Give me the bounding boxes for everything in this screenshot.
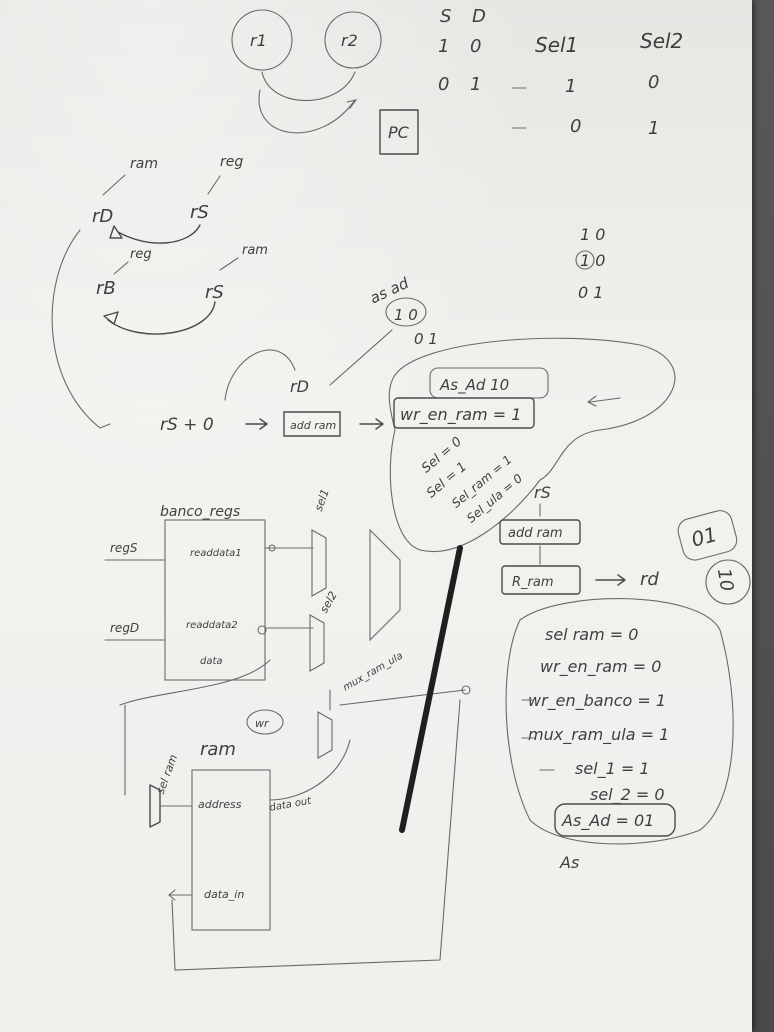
loop2-ram-label: ram <box>242 243 268 258</box>
list-item-4: mux_ram_ula = 1 <box>528 725 669 745</box>
sel1-header: Sel1 <box>535 33 578 57</box>
list-item-5: sel_1 = 1 <box>575 759 650 779</box>
heavy-pencil-stroke <box>399 545 463 833</box>
circle-r2-label: r2 <box>341 31 358 50</box>
flow-addram-box: add ram <box>290 419 336 432</box>
banco-mux: mux_ram_ula <box>341 650 405 693</box>
sel-row1-a: 1 <box>565 76 576 97</box>
sel2-header: Sel2 <box>640 29 683 53</box>
loop-one: ram reg rD rS <box>92 154 243 244</box>
loop1-ram-label: ram <box>130 156 158 172</box>
ram-address: address <box>198 798 242 811</box>
sel-row2-a: 0 <box>570 116 581 137</box>
loop1-rd: rD <box>92 206 113 227</box>
right-rs: rS <box>534 483 551 502</box>
blob-asad: As_Ad 10 <box>439 376 509 395</box>
loop2-reg-label: reg <box>130 247 152 262</box>
ram-title: ram <box>200 739 236 760</box>
right-ram-out: R_ram <box>512 575 554 590</box>
loop1-rs: rS <box>190 202 209 223</box>
top-circles: r1 r2 <box>231 9 382 134</box>
small-pairs: 1 0 1 0 0 1 <box>575 225 605 302</box>
right-flow: rS add ram R_ram rd 01 10 <box>499 483 751 605</box>
truth-table: S D 1 0 0 1 Sel1 Sel2 1 0 0 1 <box>438 6 683 139</box>
list-item-1: sel ram = 0 <box>545 625 638 644</box>
banco-reg2: regD <box>110 621 139 635</box>
truth-row-2: 0 <box>438 74 449 95</box>
bubble-10: 10 <box>713 567 738 593</box>
banco-read1: readdata1 <box>190 548 242 559</box>
list-item-7: As_Ad = 01 <box>561 811 654 831</box>
bottom-as: As <box>559 853 579 872</box>
loop1-reg-label: reg <box>220 154 243 170</box>
notebook-page <box>0 0 752 1032</box>
ram-data-out: data out <box>269 795 313 813</box>
signal-list: sel ram = 0 wr_en_ram = 0 wr_en_banco = … <box>505 598 734 845</box>
ram-data-in: data_in <box>204 888 244 901</box>
banco-data: data <box>200 656 223 667</box>
as-ad-row2: 0 1 <box>414 330 438 348</box>
truth-row-1: 1 <box>438 36 449 57</box>
as-ad-row1: 1 0 <box>394 306 418 324</box>
flow-rs-plus: rS + 0 <box>160 415 214 435</box>
loop2-rs: rS <box>205 282 224 303</box>
loop2-rb: rB <box>96 278 116 299</box>
flow-rd: rD <box>290 377 309 396</box>
register-bank: banco_regs regS regD readdata1 readdata2… <box>104 487 471 796</box>
pc-label: PC <box>388 123 410 142</box>
pair-2: 1 0 <box>580 251 605 270</box>
banco-read2: readdata2 <box>186 620 238 631</box>
list-item-2: wr_en_ram = 0 <box>540 657 661 677</box>
banco-title: banco_regs <box>160 504 240 520</box>
list-item-3: wr_en_banco = 1 <box>528 691 666 711</box>
ram-wr: wr <box>255 717 270 730</box>
flow-row: rD rS + 0 add ram <box>99 349 384 437</box>
truth-col-s: S <box>440 6 451 27</box>
ram-block: ram wr address data_in data out sel ram <box>149 699 461 971</box>
pair-3: 0 1 <box>578 283 603 302</box>
banco-sel1: sel1 <box>312 487 332 513</box>
sel-row2-b: 1 <box>648 118 659 139</box>
pc-box <box>379 109 419 155</box>
circle-r1-label: r1 <box>250 31 267 50</box>
right-rd: rd <box>640 569 659 590</box>
truth-row-1b: 0 <box>470 36 481 57</box>
list-item-6: sel_2 = 0 <box>590 785 665 805</box>
bubble-01: 01 <box>689 522 720 552</box>
pair-1: 1 0 <box>580 225 605 244</box>
blob-wr-en: wr_en_ram = 1 <box>400 405 521 425</box>
as-ad-header: as ad <box>367 274 412 308</box>
banco-reg1: regS <box>110 541 138 555</box>
right-addram: add ram <box>508 526 563 541</box>
loop-two: reg ram rB rS <box>51 229 268 429</box>
sel-row1-b: 0 <box>648 72 659 93</box>
truth-row-2b: 1 <box>470 74 481 95</box>
truth-col-d: D <box>472 6 486 27</box>
banco-sel2: sel2 <box>317 589 340 615</box>
as-ad-table: as ad 1 0 0 1 <box>329 274 438 386</box>
